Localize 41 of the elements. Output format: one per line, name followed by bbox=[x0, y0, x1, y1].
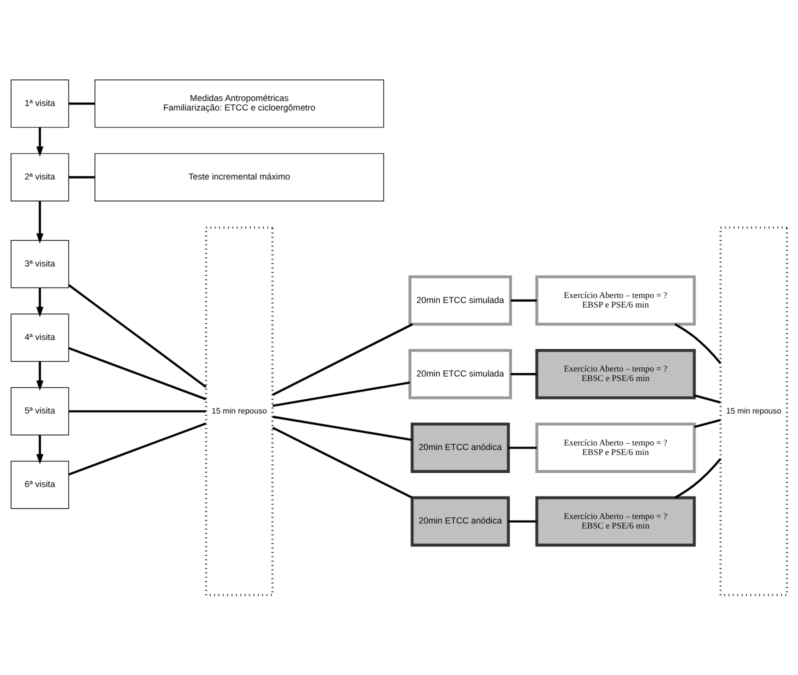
arrow bbox=[36, 127, 44, 157]
arrow bbox=[36, 201, 44, 244]
arrow bbox=[36, 288, 44, 318]
connector bbox=[68, 176, 95, 178]
node-box: Exercício Aberto – tempo = ? EBSP e PSE/6 min bbox=[535, 275, 696, 326]
connector bbox=[694, 394, 721, 404]
connector bbox=[68, 284, 207, 388]
node-box: 15 min repouso bbox=[719, 226, 788, 596]
connector bbox=[68, 410, 206, 412]
node-box: 3ª visita bbox=[10, 240, 70, 288]
connector bbox=[272, 426, 413, 499]
node-box: Medidas Antropométricas Familiarização: ETCC e cicloergômetro bbox=[94, 80, 384, 128]
connector bbox=[508, 446, 537, 449]
connector bbox=[272, 416, 412, 441]
node-box: Exercício Aberto – tempo = ? EBSC e PSE/6 min bbox=[535, 496, 696, 547]
connector bbox=[510, 299, 537, 302]
node-box: 5ª visita bbox=[10, 387, 70, 436]
connector bbox=[68, 102, 95, 105]
connector bbox=[508, 520, 537, 523]
connector bbox=[272, 381, 410, 407]
node-box: Teste incremental máximo bbox=[94, 153, 384, 202]
node-box: 20min ETCC anódica bbox=[410, 496, 510, 547]
connector bbox=[674, 458, 722, 499]
node-box: 4ª visita bbox=[10, 314, 70, 362]
node-box: 15 min repouso bbox=[205, 226, 274, 596]
connector bbox=[68, 347, 206, 400]
connector bbox=[68, 422, 206, 476]
node-box: 1ª visita bbox=[10, 80, 70, 128]
connector bbox=[674, 323, 722, 364]
node-box: 20min ETCC simulada bbox=[408, 348, 512, 400]
node-box: 20min ETCC simulada bbox=[408, 275, 512, 326]
arrow bbox=[36, 361, 44, 391]
connector bbox=[272, 323, 413, 396]
arrow bbox=[36, 435, 44, 464]
node-box: 2ª visita bbox=[10, 153, 70, 202]
connector bbox=[694, 418, 721, 428]
node-box: Exercício Aberto – tempo = ? EBSC e PSE/6 min bbox=[535, 348, 696, 400]
connector bbox=[510, 373, 537, 376]
node-box: 6ª visita bbox=[10, 460, 70, 510]
node-box: Exercício Aberto – tempo = ? EBSP e PSE/6 min bbox=[535, 422, 696, 473]
node-box: 20min ETCC anódica bbox=[410, 422, 510, 473]
